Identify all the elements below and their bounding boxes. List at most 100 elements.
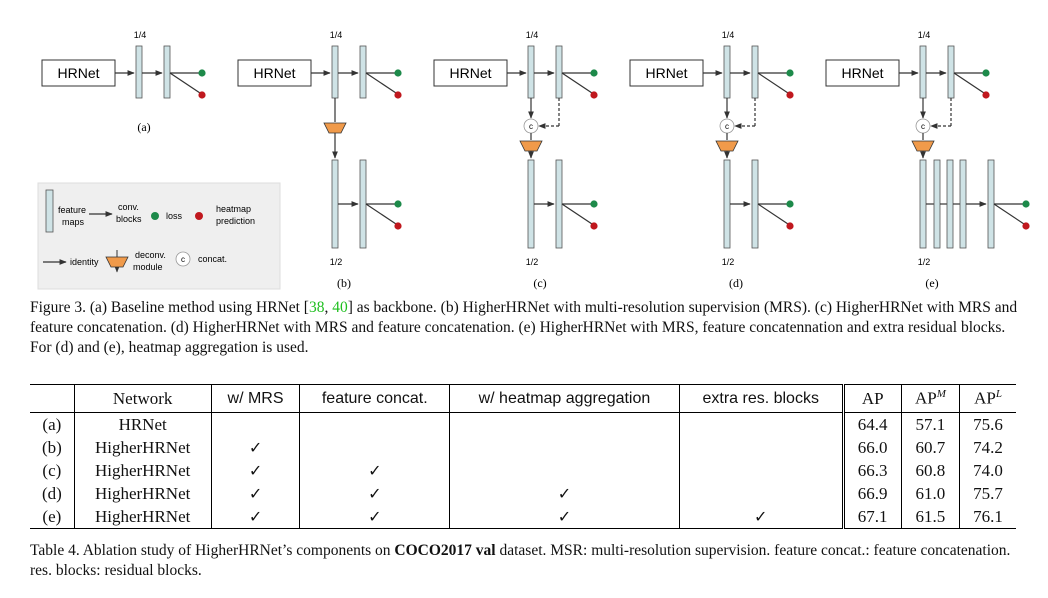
col-header-resblocks: extra res. blocks xyxy=(678,384,844,413)
hrnet-label: HRNet xyxy=(645,65,687,81)
heatmap-dot xyxy=(590,222,598,230)
loss-icon xyxy=(151,212,159,220)
feature-map xyxy=(723,159,731,249)
hrnet-label: HRNet xyxy=(841,65,883,81)
heatmap-icon xyxy=(195,212,203,220)
col-header-aggregation: w/ heatmap aggregation xyxy=(449,384,680,413)
connector-arrow xyxy=(365,72,397,94)
ablation-table: Network w/ MRS feature concat. w/ heatma… xyxy=(30,384,1016,529)
feature-map xyxy=(751,45,759,99)
network-cell: HigherHRNet xyxy=(73,505,212,529)
feature-map xyxy=(723,45,731,99)
loss-dot xyxy=(786,69,794,77)
legend-feature-maps-1: feature xyxy=(58,205,86,215)
legend-conv-blocks-1: conv. xyxy=(118,202,139,212)
check-cell: ✓ xyxy=(299,505,450,529)
legend-feature-maps-2: maps xyxy=(62,217,85,227)
col-header xyxy=(30,384,75,413)
feature-map xyxy=(359,159,367,249)
deconv-icon xyxy=(105,256,129,268)
concat-icon xyxy=(175,251,191,267)
heatmap-dot xyxy=(786,222,794,230)
connector-arrow xyxy=(757,203,789,225)
loss-dot xyxy=(590,200,598,208)
loss-dot xyxy=(590,69,598,77)
concat-label: c xyxy=(921,122,925,131)
feature-map xyxy=(751,159,759,249)
col-header-network: Network xyxy=(73,384,212,413)
feature-map xyxy=(331,45,339,99)
row-id-cell: (b) xyxy=(41,437,62,457)
panel-label: (c) xyxy=(533,276,546,290)
feature-map xyxy=(919,159,927,249)
network-cell: HigherHRNet xyxy=(73,436,212,459)
check-cell: ✓ xyxy=(210,482,300,505)
col-header-apm: APM xyxy=(900,384,960,413)
heatmap-dot xyxy=(982,91,990,99)
metric-cell: 60.8 xyxy=(900,459,960,482)
hrnet-box xyxy=(41,59,116,87)
connector-arrow xyxy=(993,203,1025,225)
legend-heatmap-1: heatmap xyxy=(216,204,251,214)
check-cell xyxy=(678,459,844,482)
check-cell: ✓ xyxy=(299,459,450,482)
concat-label: c xyxy=(529,122,533,131)
metric-cell: 61.5 xyxy=(900,505,960,529)
feature-map xyxy=(527,159,535,249)
resolution-label: 1/4 xyxy=(526,30,539,40)
table-header-row: Network w/ MRS feature concat. w/ heatma… xyxy=(30,384,1016,413)
panel-label: (d) xyxy=(729,276,743,290)
heatmap-dot xyxy=(198,91,206,99)
connector-arrow xyxy=(169,72,201,94)
metric-cell: 67.1 xyxy=(841,505,902,529)
loss-dot xyxy=(1022,200,1030,208)
check-cell: ✓ xyxy=(210,505,300,529)
feature-map xyxy=(919,45,927,99)
resolution-label: 1/2 xyxy=(330,257,343,267)
metric-cell: 76.1 xyxy=(959,505,1016,529)
citation-link[interactable]: 40 xyxy=(332,299,348,316)
metric-cell: 60.7 xyxy=(900,436,960,459)
connector-arrow xyxy=(953,72,985,94)
legend-loss: loss xyxy=(166,211,183,221)
metric-cell: 61.0 xyxy=(900,482,960,505)
resolution-label: 1/2 xyxy=(526,257,539,267)
metric-cell: 74.2 xyxy=(959,436,1016,459)
check-cell xyxy=(678,412,844,436)
legend: feature maps conv. blocks loss heatmap p… xyxy=(37,182,281,290)
feature-map xyxy=(933,159,941,249)
legend-deconv-2: module xyxy=(133,262,163,272)
network-cell: HigherHRNet xyxy=(73,482,212,505)
hrnet-label: HRNet xyxy=(253,65,295,81)
check-cell: ✓ xyxy=(449,482,680,505)
deconv-module xyxy=(519,140,543,152)
loss-dot xyxy=(982,69,990,77)
hrnet-box xyxy=(237,59,312,87)
feature-map xyxy=(331,159,339,249)
legend-conv-blocks-2: blocks xyxy=(116,214,142,224)
network-cell: HRNet xyxy=(73,412,212,436)
check-cell: ✓ xyxy=(210,436,300,459)
metric-cell: 75.6 xyxy=(959,412,1016,436)
hrnet-box xyxy=(433,59,508,87)
feature-map xyxy=(135,45,143,99)
row-id-cell: (a) xyxy=(42,414,62,434)
heatmap-dot xyxy=(394,222,402,230)
hrnet-label: HRNet xyxy=(449,65,491,81)
resolution-label: 1/4 xyxy=(330,30,343,40)
legend-concat: concat. xyxy=(198,254,227,264)
col-header-ap: AP xyxy=(841,384,902,413)
metric-cell: 74.0 xyxy=(959,459,1016,482)
legend-deconv-1: deconv. xyxy=(135,250,166,260)
loss-dot xyxy=(198,69,206,77)
metric-cell: 75.7 xyxy=(959,482,1016,505)
feature-map xyxy=(987,159,995,249)
check-cell xyxy=(449,436,680,459)
col-header-mrs: w/ MRS xyxy=(210,384,300,413)
figure-caption: Figure 3. (a) Baseline method using HRNe… xyxy=(30,299,1018,356)
citation-link[interactable]: 38 xyxy=(308,299,325,316)
